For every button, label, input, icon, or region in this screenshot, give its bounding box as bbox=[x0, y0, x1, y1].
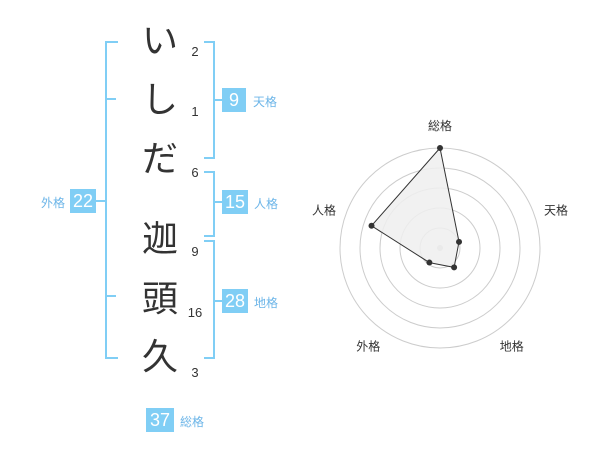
name-char-5: 頭 bbox=[141, 279, 178, 320]
jinkaku-badge: 15 bbox=[222, 190, 248, 214]
chikaku-badge: 28 bbox=[222, 289, 248, 313]
chikaku-label: 地格 bbox=[254, 296, 279, 310]
chikaku-bracket bbox=[204, 240, 215, 359]
name-char-2: し bbox=[141, 80, 178, 121]
radar-point-1 bbox=[437, 145, 443, 151]
name-char-6: 久 bbox=[141, 337, 178, 378]
stroke-count-4: 9 bbox=[191, 244, 199, 259]
soukaku-badge: 37 bbox=[146, 408, 174, 432]
stroke-count-6: 3 bbox=[191, 365, 199, 380]
gaikaku-bracket bbox=[105, 41, 118, 359]
gaikaku-badge: 22 bbox=[70, 189, 96, 213]
radar-axis-label-4: 外格 bbox=[356, 339, 380, 354]
name-char-4: 迦 bbox=[141, 219, 178, 260]
radar-axis-label-3: 地格 bbox=[500, 339, 524, 354]
stroke-count-1: 2 bbox=[191, 44, 199, 59]
name-char-1: い bbox=[141, 21, 178, 62]
radar-axis-label-2: 天格 bbox=[544, 202, 568, 217]
bracket-lines bbox=[96, 41, 222, 359]
stroke-count-5: 16 bbox=[187, 305, 203, 320]
soukaku-label: 総格 bbox=[180, 415, 205, 429]
jinkaku-bracket bbox=[204, 171, 215, 237]
stroke-count-2: 1 bbox=[191, 104, 199, 119]
gaikaku-label: 外格 bbox=[41, 196, 66, 210]
radar-axis-label-5: 人格 bbox=[312, 202, 336, 217]
name-char-3: だ bbox=[141, 139, 178, 180]
radar-point-5 bbox=[368, 222, 375, 229]
radar-point-4 bbox=[426, 259, 433, 266]
radar-point-3 bbox=[451, 264, 458, 271]
jinkaku-label: 人格 bbox=[254, 197, 279, 211]
radar-area bbox=[370, 146, 460, 268]
radar-axis-label-1: 総格 bbox=[428, 118, 452, 133]
tenkaku-label: 天格 bbox=[253, 95, 278, 109]
radar-point-2 bbox=[456, 238, 463, 245]
tenkaku-badge: 9 bbox=[222, 88, 246, 112]
stroke-count-3: 6 bbox=[191, 165, 199, 180]
